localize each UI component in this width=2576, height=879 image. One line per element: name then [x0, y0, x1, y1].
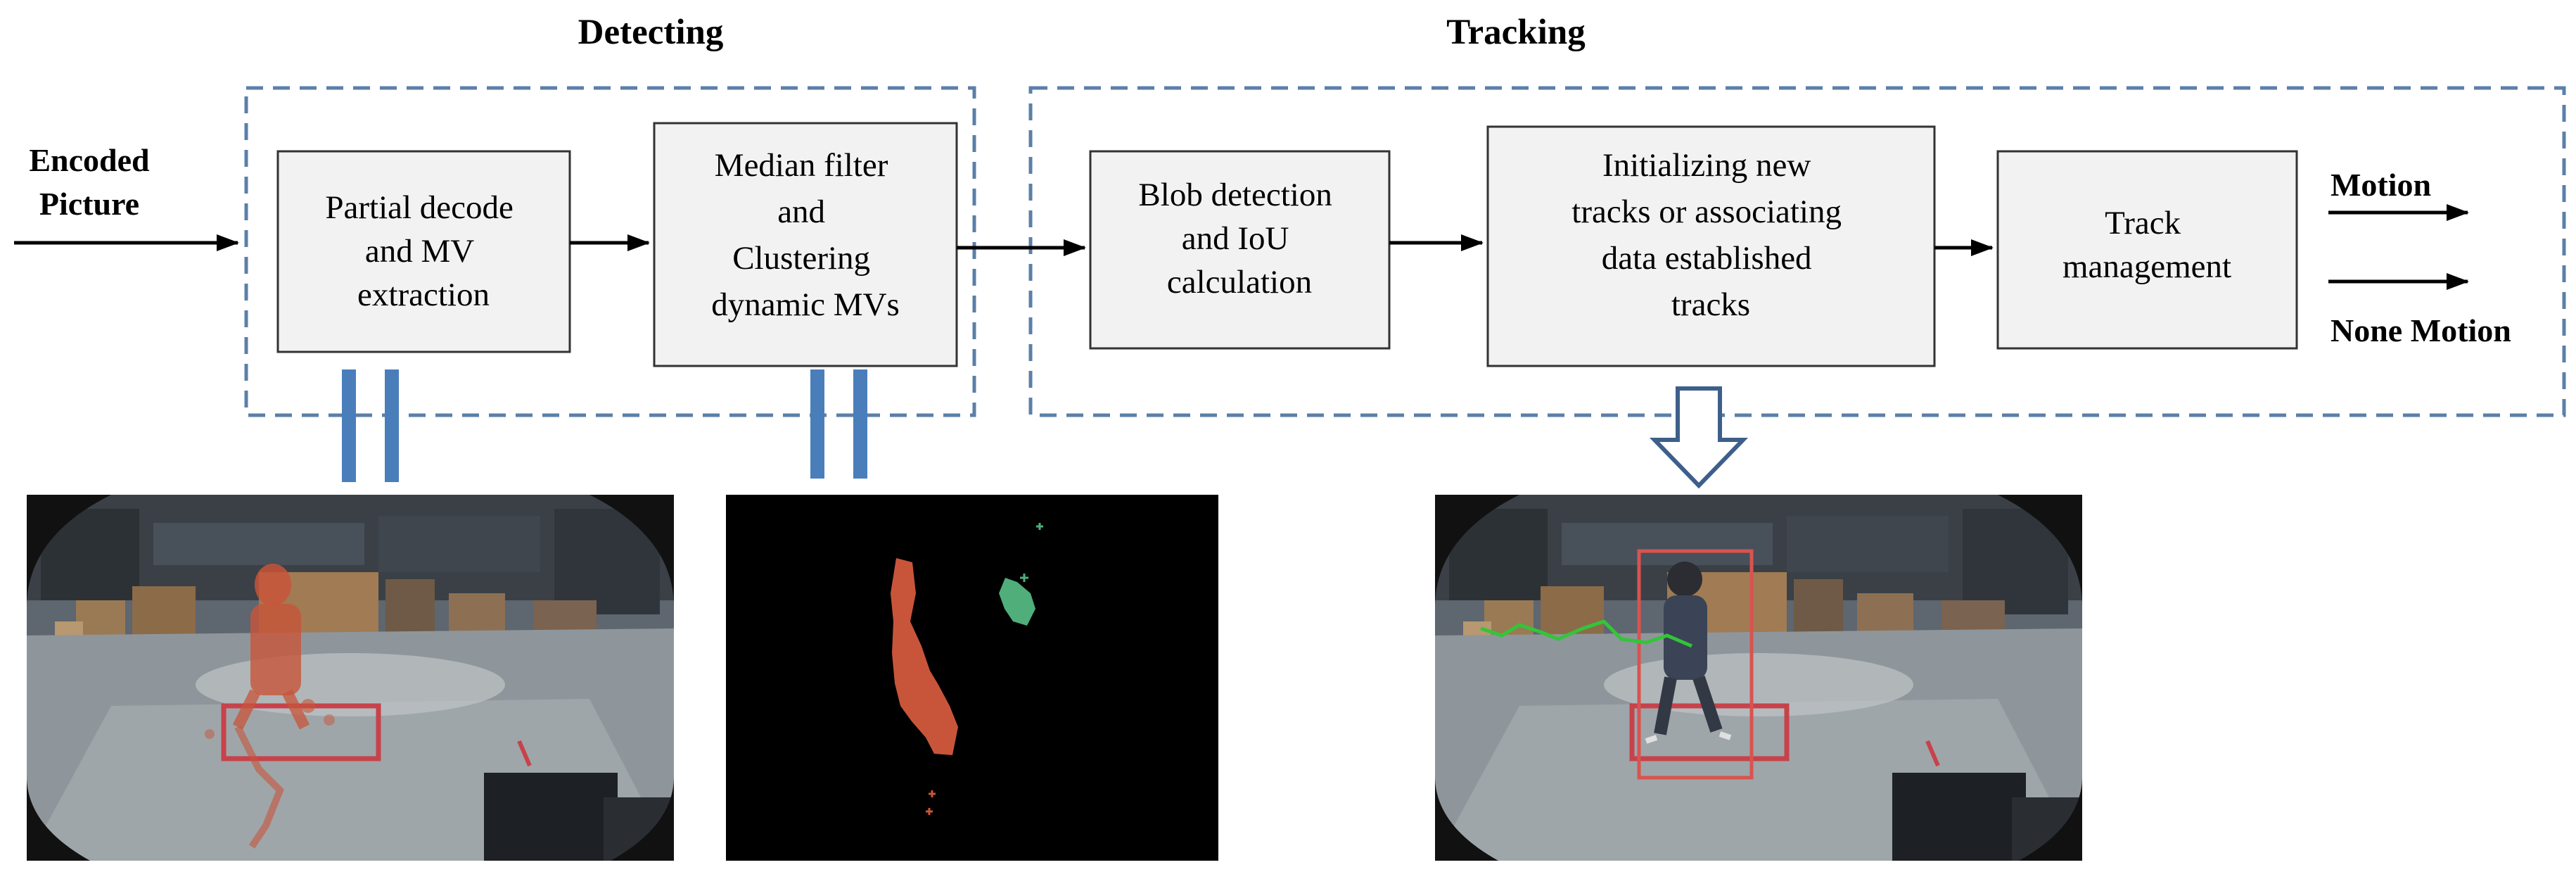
red-cluster [891, 558, 958, 755]
tracking-group-border [1028, 86, 2566, 417]
blob-detection-box: Blob detection and IoU calculation [1089, 150, 1391, 350]
hollow-down-arrow [1649, 386, 1749, 489]
motion-vector-overlay [205, 564, 335, 849]
connector-bar-decode-right [385, 369, 399, 482]
svg-text:Track management: Track management [2062, 205, 2231, 285]
blob-detection-line-1: Blob detection [1138, 177, 1332, 213]
middle-cluster-image [726, 495, 1218, 861]
partial-decode-line-2: and MV [365, 233, 474, 270]
median-filter-line-4: dynamic MVs [711, 286, 900, 323]
detecting-group-border [244, 86, 976, 417]
tracked-person [1645, 562, 1732, 744]
left-frame-image [27, 495, 674, 861]
median-filter-line-1: Median filter [715, 147, 888, 184]
tracking-title: Tracking [1446, 13, 1585, 52]
red-plus-lower-1 [929, 790, 936, 797]
partial-decode-line-1: Partial decode [325, 189, 514, 226]
median-filter-box: Median filter and Clustering dynamic MVs [653, 122, 958, 367]
svg-text:Initializing new tracks: Initializing new tracks or associating d… [1571, 147, 1849, 323]
green-plus-top [1036, 523, 1043, 530]
partial-decode-box: Partial decode and MV extraction [276, 150, 571, 353]
median-filter-line-3: Clustering [732, 240, 870, 277]
input-label-line1: Encoded [29, 142, 150, 178]
detecting-title: Detecting [578, 13, 724, 52]
connector-bar-median-right [853, 369, 867, 479]
connector-bar-decode-left [342, 369, 356, 482]
median-filter-line-2: and [777, 194, 825, 230]
track-trajectory [1480, 619, 1692, 648]
blob-detection-line-2: and IoU [1182, 220, 1289, 257]
motion-label: Motion [2330, 167, 2431, 203]
blob-detection-line-3: calculation [1167, 264, 1312, 301]
green-plus-mid [1020, 574, 1028, 582]
track-management-line-1: Track [2105, 205, 2181, 241]
track-management-line-2: management [2062, 248, 2231, 285]
svg-text:Median filter and: Median filter and Clustering dynamic MVs [711, 147, 900, 323]
initializing-tracks-line-2: tracks or associating [1571, 194, 1842, 230]
right-tracking-image [1435, 495, 2082, 861]
tracking-bounding-box [1637, 549, 1754, 780]
green-cluster [999, 578, 1035, 626]
input-label-line2: Picture [39, 186, 139, 222]
initializing-tracks-line-4: tracks [1671, 286, 1750, 323]
partial-decode-line-3: extraction [357, 277, 490, 313]
track-management-box: Track management [1996, 150, 2298, 350]
connector-bar-median-left [810, 369, 824, 479]
initializing-tracks-line-3: data established [1602, 240, 1812, 277]
red-plus-lower-2 [926, 808, 933, 815]
svg-text:Partial decode and MV: Partial decode and MV extraction [325, 189, 521, 313]
svg-text:Blob detection and IoU: Blob detection and IoU calculation [1138, 177, 1340, 301]
none-motion-label: None Motion [2330, 312, 2511, 348]
initializing-tracks-line-1: Initializing new [1602, 147, 1811, 184]
initializing-tracks-box: Initializing new tracks or associating d… [1486, 125, 1936, 367]
